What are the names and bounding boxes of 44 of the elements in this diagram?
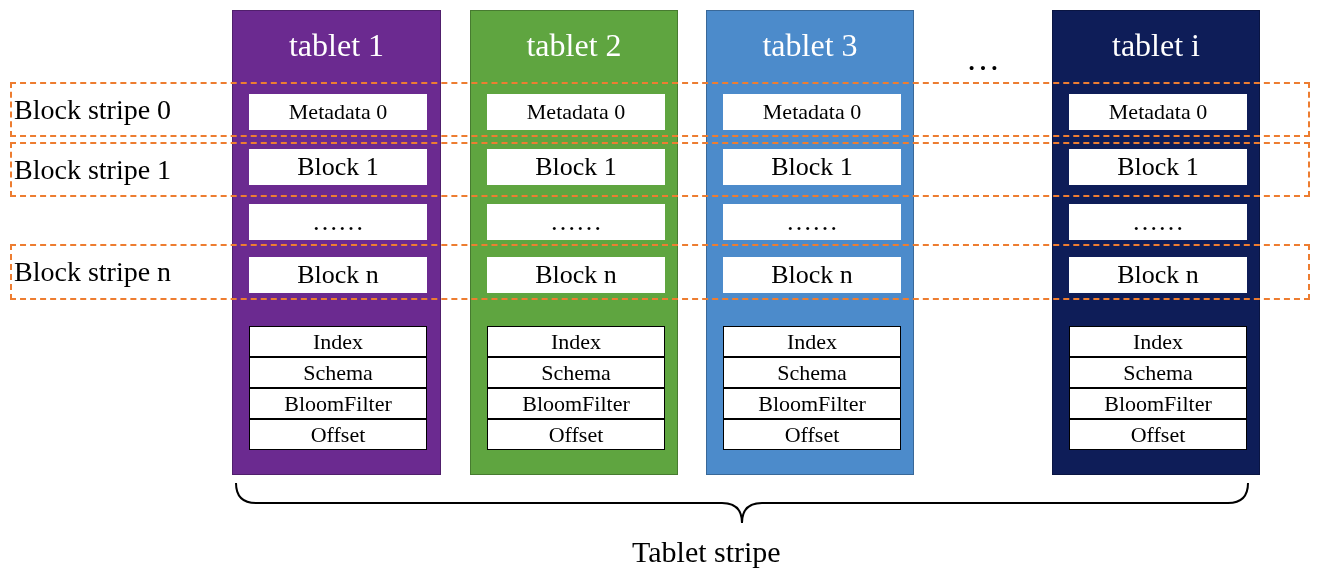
metadata-box: Metadata 0	[249, 94, 427, 130]
table-row: BloomFilter	[1069, 388, 1247, 419]
tablet-title: tablet 2	[525, 26, 623, 65]
stripe-label: Block stripe 0	[14, 93, 172, 126]
tablet-title: tablet 1	[287, 26, 386, 65]
table-row: Index	[249, 326, 427, 357]
block-box: Block n	[487, 257, 665, 293]
ellipsis-box: ……	[249, 204, 427, 240]
ellipsis-box: ……	[723, 204, 901, 240]
stripe-label: Block stripe 1	[14, 153, 172, 186]
table-row: Index	[723, 326, 901, 357]
stripe-label: Block stripe n	[14, 256, 172, 288]
block-box: Block 1	[249, 149, 427, 185]
block-box: Block n	[249, 257, 427, 293]
table-row: Schema	[249, 357, 427, 388]
ellipsis-box: ……	[1069, 204, 1247, 240]
block-box: Block n	[1069, 257, 1247, 293]
dashed-stripe-frame	[10, 244, 1310, 300]
table-row: BloomFilter	[249, 388, 427, 419]
block-box: Block n	[723, 257, 901, 293]
tablet-title: tablet i	[1111, 26, 1201, 65]
table-row: BloomFilter	[723, 388, 901, 419]
table-row: Schema	[1069, 357, 1247, 388]
tablet-title: tablet 3	[761, 26, 859, 65]
table-row: BloomFilter	[487, 388, 665, 419]
dashed-stripe-frame	[10, 82, 1310, 137]
metadata-box: Metadata 0	[723, 94, 901, 130]
bracket-caption: Tablet stripe	[632, 535, 781, 569]
table-row: Index	[1069, 326, 1247, 357]
ellipsis-box: ……	[487, 204, 665, 240]
table-row: Offset	[1069, 419, 1247, 450]
table-row: Offset	[723, 419, 901, 450]
metadata-box: Metadata 0	[1069, 94, 1247, 130]
table-row: Index	[487, 326, 665, 357]
table-row: Schema	[723, 357, 901, 388]
metadata-box: Metadata 0	[487, 94, 665, 130]
table-row: Offset	[249, 419, 427, 450]
table-row: Schema	[487, 357, 665, 388]
block-box: Block 1	[487, 149, 665, 185]
ellipsis-mark: …	[966, 40, 1000, 78]
block-box: Block 1	[723, 149, 901, 185]
block-box: Block 1	[1069, 149, 1247, 185]
table-row: Offset	[487, 419, 665, 450]
dashed-stripe-frame	[10, 142, 1310, 197]
